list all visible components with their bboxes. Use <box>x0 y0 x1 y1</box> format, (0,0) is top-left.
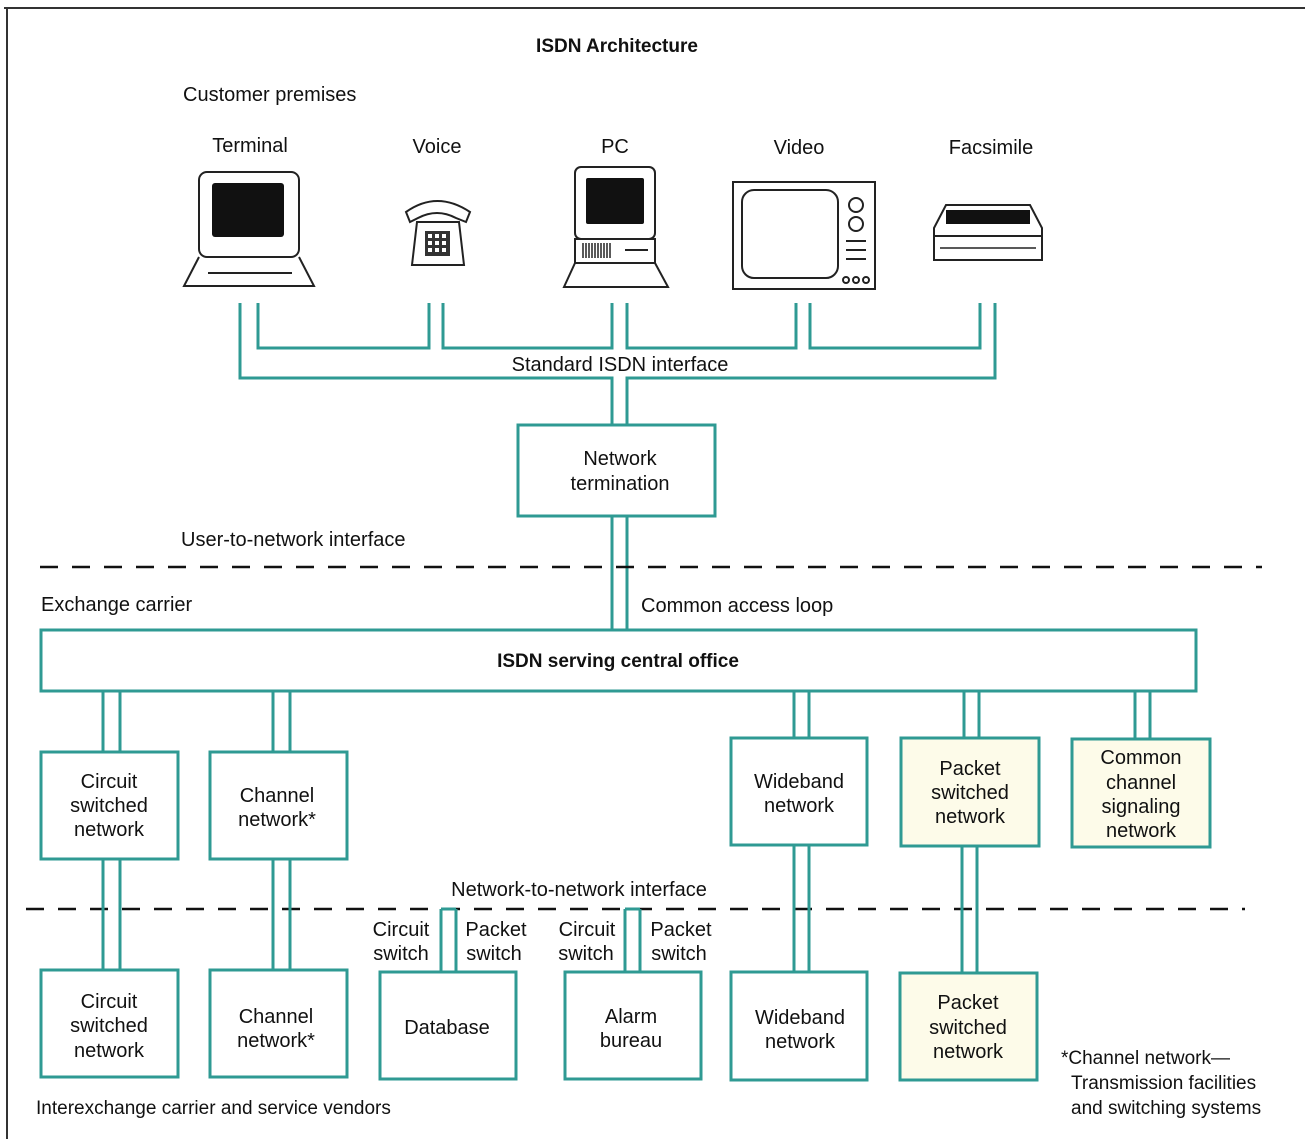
alarm-bureau-box <box>563 970 703 1081</box>
network-termination-box <box>516 423 717 518</box>
ccs-line-4: network <box>1106 820 1177 842</box>
common-access-loop-label: Common access loop <box>641 595 833 617</box>
terminal-icon <box>182 171 316 287</box>
footnote-line-3: and switching systems <box>1071 1098 1261 1119</box>
upper-wideband-line-2: network <box>764 795 835 817</box>
circuit-switched-network-box <box>39 750 180 861</box>
db-packet-switch-line-2: switch <box>466 943 522 965</box>
lower-channel-line-2: network* <box>237 1030 315 1052</box>
packet-switched-network-box <box>899 736 1041 848</box>
lower-wideband-line-2: network <box>765 1031 836 1053</box>
lower-packet-line-1: Packet <box>937 992 999 1014</box>
facsimile-icon <box>933 204 1043 261</box>
lower-wideband-network-box <box>729 970 869 1082</box>
standard-isdn-interface-label: Standard ISDN interface <box>512 354 729 376</box>
central-office-box <box>39 628 1198 693</box>
alarm-line-2: bureau <box>600 1030 662 1052</box>
ccs-line-1: Common <box>1100 747 1181 769</box>
terminal-label: Terminal <box>212 135 288 157</box>
database-box <box>378 970 518 1081</box>
lower-wideband-line-1: Wideband <box>755 1007 845 1029</box>
middle-links <box>101 845 979 973</box>
upper-wideband-line-1: Wideband <box>754 771 844 793</box>
lower-packet-line-2: switched <box>929 1017 1007 1039</box>
channel-network-box <box>208 750 349 861</box>
upper-packet-line-1: Packet <box>939 758 1001 780</box>
alarm-switch-links <box>623 907 642 972</box>
network-termination-line-2: termination <box>571 473 670 495</box>
upper-channel-line-2: network* <box>238 809 316 831</box>
upper-circuit-line-3: network <box>74 819 145 841</box>
network-termination-line-1: Network <box>583 448 657 470</box>
wideband-network-box <box>729 736 869 847</box>
exchange-carrier-label: Exchange carrier <box>41 594 193 616</box>
lower-circuit-switched-network-box <box>39 968 180 1079</box>
lower-channel-network-box <box>208 968 349 1079</box>
premises-wiring <box>238 303 997 425</box>
user-to-network-label: User-to-network interface <box>181 529 406 551</box>
upper-packet-line-3: network <box>935 806 1006 828</box>
lower-packet-line-3: network <box>933 1041 1004 1063</box>
db-packet-switch-line-1: Packet <box>465 919 527 941</box>
diagram-title: ISDN Architecture <box>536 36 698 57</box>
database-switch-links <box>439 907 458 972</box>
alarm-line-1: Alarm <box>605 1006 657 1028</box>
upper-channel-line-1: Channel <box>240 785 315 807</box>
customer-premises-label: Customer premises <box>183 84 356 106</box>
facsimile-label: Facsimile <box>949 137 1033 159</box>
footnote-line-2: Transmission facilities <box>1071 1073 1256 1094</box>
db-circuit-switch-line-2: switch <box>373 943 429 965</box>
lower-circuit-line-2: switched <box>70 1015 148 1037</box>
lower-channel-line-1: Channel <box>239 1006 314 1028</box>
pc-label: PC <box>601 136 629 158</box>
lower-circuit-line-3: network <box>74 1040 145 1062</box>
db-circuit-switch-line-1: Circuit <box>373 919 430 941</box>
video-tv-icon <box>732 181 876 290</box>
interexchange-label: Interexchange carrier and service vendor… <box>36 1098 391 1119</box>
alarm-packet-switch-line-1: Packet <box>650 919 712 941</box>
network-to-network-label: Network-to-network interface <box>451 879 707 901</box>
video-label: Video <box>774 137 825 159</box>
database-label: Database <box>404 1017 490 1039</box>
ccs-line-3: signaling <box>1102 796 1181 818</box>
upper-packet-line-2: switched <box>931 782 1009 804</box>
voice-label: Voice <box>413 136 462 158</box>
telephone-icon <box>404 200 472 266</box>
central-office-label: ISDN serving central office <box>497 651 739 672</box>
upper-circuit-line-2: switched <box>70 795 148 817</box>
ccs-line-2: channel <box>1106 772 1176 794</box>
common-channel-signaling-network-box <box>1070 737 1212 849</box>
upper-links <box>101 691 1152 752</box>
alarm-circuit-switch-line-1: Circuit <box>559 919 616 941</box>
lower-circuit-line-1: Circuit <box>81 991 138 1013</box>
lower-packet-switched-network-box <box>898 971 1039 1082</box>
upper-circuit-line-1: Circuit <box>81 771 138 793</box>
footnote-line-1: *Channel network— <box>1061 1048 1230 1069</box>
alarm-circuit-switch-line-2: switch <box>558 943 614 965</box>
pc-icon <box>562 166 670 288</box>
alarm-packet-switch-line-2: switch <box>651 943 707 965</box>
